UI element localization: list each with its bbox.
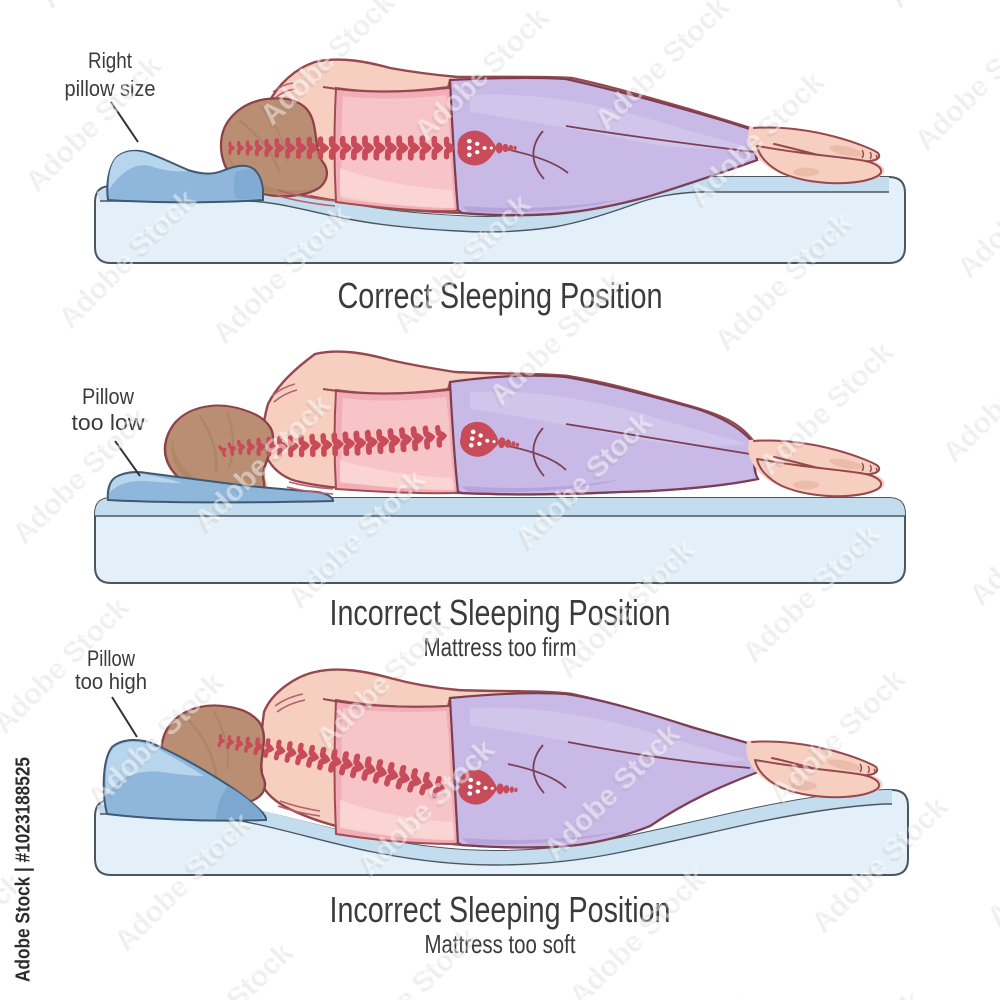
svg-text:Adobe Stock | #1023188525: Adobe Stock | #1023188525 <box>13 757 35 982</box>
svg-text:pillow size: pillow size <box>65 76 156 101</box>
svg-text:Mattress too soft: Mattress too soft <box>425 929 577 959</box>
svg-text:Mattress too firm: Mattress too firm <box>424 632 577 662</box>
svg-text:Right: Right <box>88 48 132 73</box>
svg-text:Incorrect Sleeping Position: Incorrect Sleeping Position <box>330 592 671 633</box>
svg-text:Pillow: Pillow <box>82 384 134 409</box>
svg-text:Correct Sleeping Position: Correct Sleeping Position <box>338 275 663 316</box>
svg-text:Incorrect Sleeping Position: Incorrect Sleeping Position <box>330 889 671 930</box>
svg-text:too high: too high <box>75 669 147 694</box>
svg-text:too low: too low <box>72 410 145 435</box>
svg-text:Pillow: Pillow <box>87 646 135 671</box>
